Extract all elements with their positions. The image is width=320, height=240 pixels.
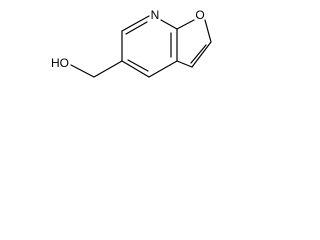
bond-c5-ch2 <box>93 60 123 78</box>
hydroxymethyl-group <box>70 60 123 78</box>
bond-n-c6 <box>121 15 150 32</box>
chemical-structure: N O HO <box>51 8 212 78</box>
ring-oxygen-label: O <box>195 8 204 22</box>
pyridine-ring <box>121 15 178 78</box>
bond-c2-c3 <box>191 41 212 68</box>
nitrogen-label: N <box>151 8 160 22</box>
furan-ring <box>176 19 212 68</box>
bond-c7a-n <box>160 19 178 30</box>
bond-n-c6-inner <box>125 21 148 35</box>
bond-c5-c4-inner <box>127 59 149 72</box>
bond-c2-c3-inner <box>190 44 207 64</box>
bond-c5-c4 <box>121 60 150 78</box>
bond-c7a-o <box>176 19 195 30</box>
bond-ch2-o <box>70 64 95 78</box>
hydroxyl-label: HO <box>51 56 69 70</box>
bond-o-c2 <box>204 19 212 43</box>
bond-c3-c3a <box>176 60 193 68</box>
bond-c4-c3a <box>148 60 178 78</box>
